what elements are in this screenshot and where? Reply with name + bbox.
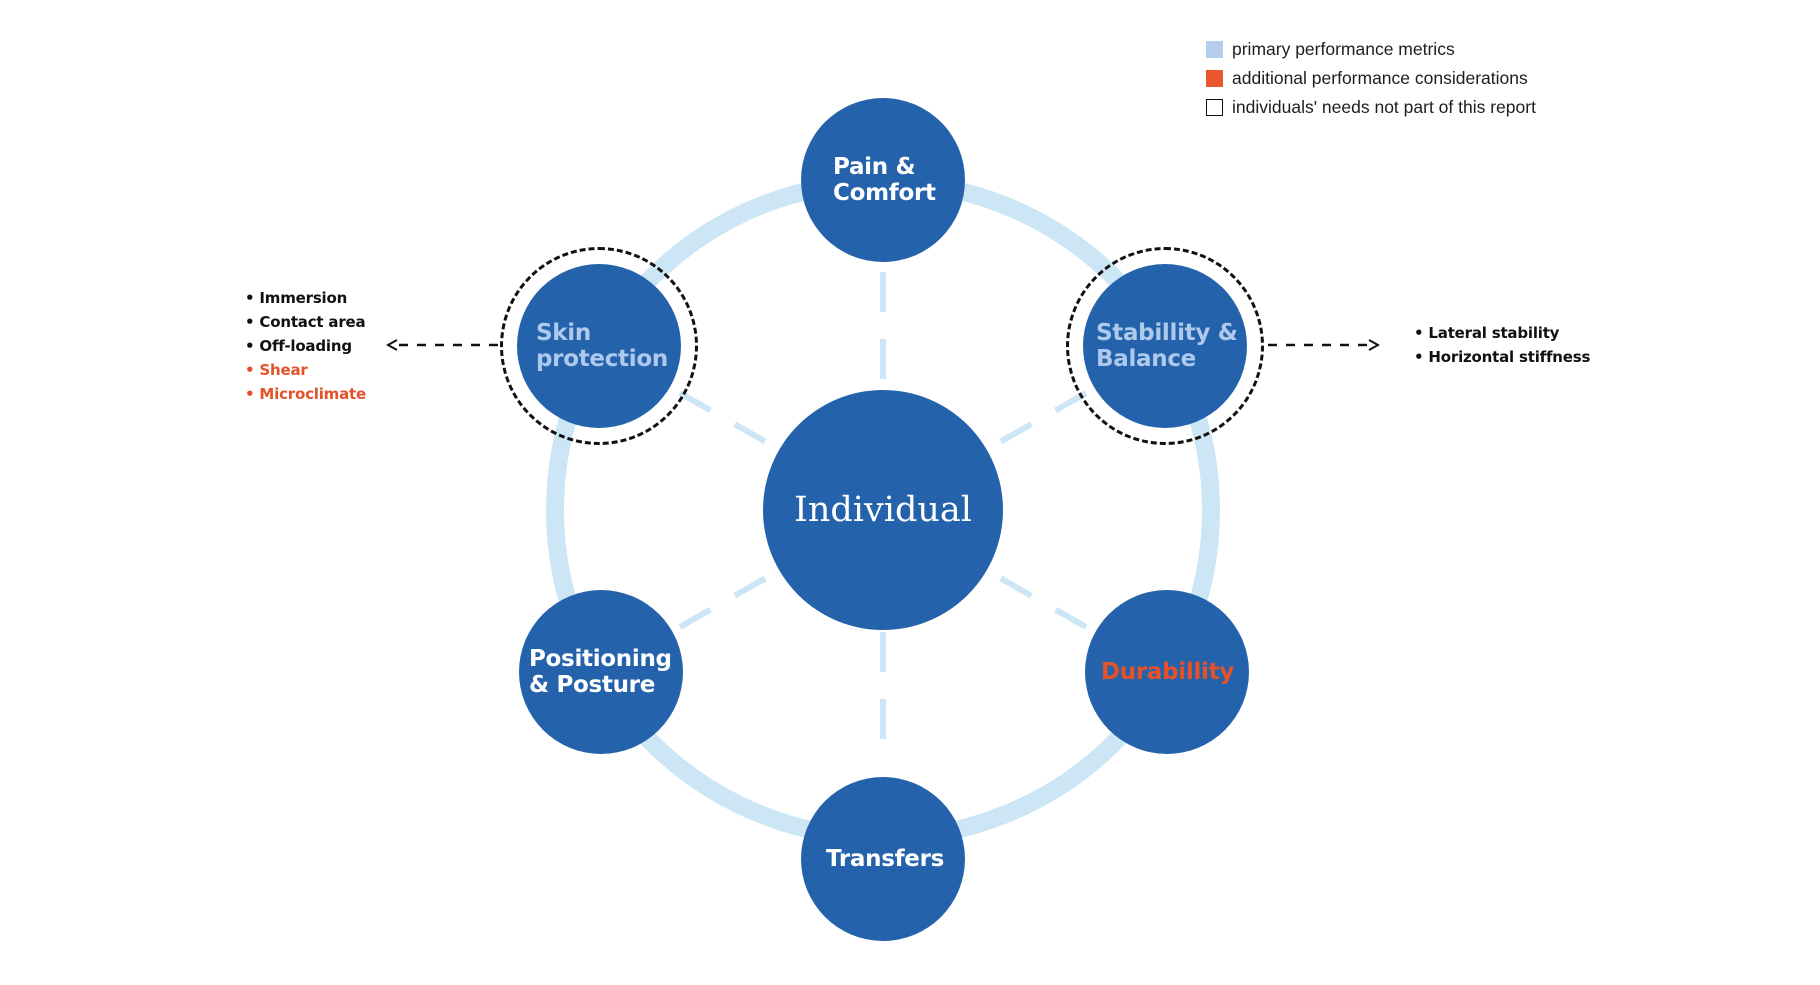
detail-shear: Shear [245, 358, 366, 382]
stability-balance-dashed-outline [1066, 247, 1264, 445]
node-skin-protection: Skin protection [517, 264, 681, 428]
node-label-durability: Durabillity [1101, 659, 1235, 685]
detail-contact-area: Contact area [245, 310, 366, 334]
legend-swatch-not-in-report [1206, 99, 1223, 116]
legend-label-primary: primary performance metrics [1232, 39, 1455, 59]
skin-protection-dashed-outline [500, 247, 698, 445]
node-label-stability-balance: Stabillity & Balance [1096, 320, 1238, 372]
node-label-transfers: Transfers [826, 846, 945, 872]
detail-microclimate: Microclimate [245, 382, 366, 406]
node-label-skin-protection: Skin protection [536, 320, 668, 372]
node-label-positioning-posture: Positioning & Posture [529, 646, 672, 698]
spoke-stability-balance [984, 390, 1088, 453]
legend-item-not-in-report: individuals' needs not part of this repo… [1206, 94, 1626, 123]
node-transfers: Transfers [801, 777, 965, 941]
legend-label-additional: additional performance considerations [1232, 68, 1528, 88]
node-label-pain-comfort: Pain & Comfort [833, 154, 936, 206]
skin-protection-details: Immersion Contact area Off-loading Shear… [245, 286, 366, 406]
legend-label-not-in-report: individuals' needs not part of this repo… [1232, 97, 1536, 117]
legend-swatch-additional [1206, 70, 1223, 87]
detail-horizontal-stiffness: Horizontal stiffness [1414, 345, 1590, 369]
node-durability: Durabillity [1085, 590, 1249, 754]
detail-immersion: Immersion [245, 286, 366, 310]
node-positioning-posture: Positioning & Posture [519, 590, 683, 754]
spoke-skin-protection [678, 390, 782, 453]
spoke-durability [984, 567, 1088, 630]
node-label-individual: Individual [794, 490, 972, 530]
legend: primary performance metrics additional p… [1206, 36, 1626, 123]
legend-item-additional: additional performance considerations [1206, 65, 1626, 94]
legend-item-primary: primary performance metrics [1206, 36, 1626, 65]
stability-balance-details: Lateral stability Horizontal stiffness [1414, 321, 1590, 369]
detail-off-loading: Off-loading [245, 334, 366, 358]
detail-lateral-stability: Lateral stability [1414, 321, 1590, 345]
node-individual: Individual [763, 390, 1003, 630]
spoke-positioning-posture [678, 567, 782, 630]
node-stability-balance: Stabillity & Balance [1083, 264, 1247, 428]
node-pain-comfort: Pain & Comfort [801, 98, 965, 262]
legend-swatch-primary [1206, 41, 1223, 58]
